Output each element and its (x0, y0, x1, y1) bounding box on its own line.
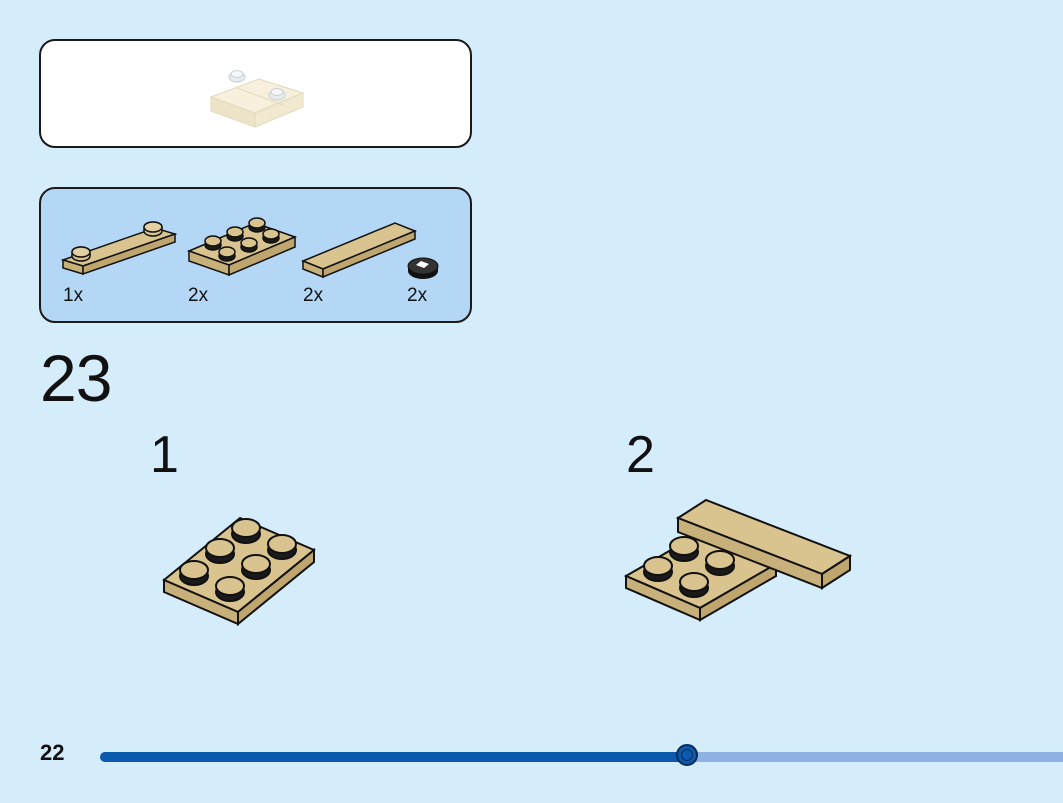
parts-list: 1x 2x 2x 2x (39, 187, 472, 323)
tan-plate-2x3-icon (162, 516, 316, 627)
progress-bar (100, 744, 1063, 766)
page-number: 22 (40, 740, 65, 765)
step-number: 23 (40, 341, 112, 415)
part-count: 2x (188, 285, 209, 306)
substep-number: 2 (626, 426, 655, 484)
tan-tile-1x4-icon (301, 222, 417, 279)
black-round-tile-printed-icon (407, 257, 439, 279)
substep-number: 1 (150, 426, 179, 484)
tan-plate-with-tile-icon (623, 498, 853, 622)
tan-plate-with-clips-icon (209, 70, 305, 128)
progress-fill (100, 752, 687, 762)
tan-plate-2x3-icon (186, 217, 298, 277)
part-count: 2x (303, 285, 324, 306)
subassembly-callout (39, 39, 472, 148)
part-count: 2x (407, 285, 428, 306)
part-count: 1x (63, 285, 84, 306)
progress-marker (676, 744, 698, 766)
tan-plate-1x4-with-2-studs-icon (60, 221, 178, 276)
